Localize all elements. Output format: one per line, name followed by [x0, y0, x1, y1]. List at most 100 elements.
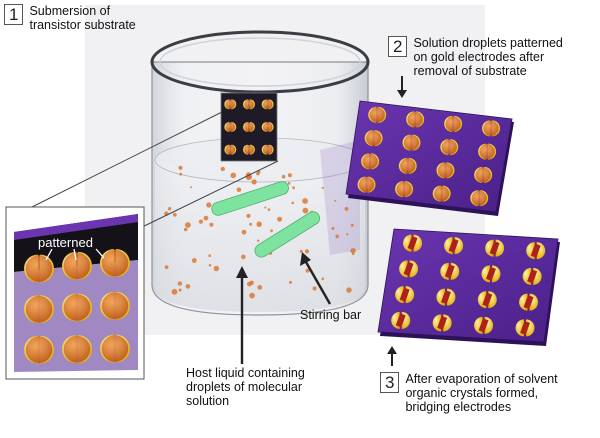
electrode-pair	[519, 293, 539, 311]
droplet	[230, 172, 237, 179]
droplet	[287, 173, 292, 178]
droplet	[304, 249, 310, 254]
droplet	[247, 281, 252, 287]
up-arrow-icon	[387, 346, 397, 366]
droplet	[241, 254, 246, 260]
droplet	[281, 174, 286, 179]
electrode-pair	[100, 291, 131, 320]
droplet	[208, 254, 211, 257]
electrode-pair	[403, 234, 423, 252]
droplet	[256, 172, 260, 176]
electrode-pair	[224, 144, 237, 155]
submerged-substrate	[220, 92, 278, 162]
electrode-pair	[398, 157, 417, 174]
droplet	[334, 199, 337, 202]
droplet	[277, 216, 283, 222]
electrode-pair	[474, 316, 494, 334]
droplet	[171, 288, 178, 295]
substrate-crystals-formed	[377, 228, 560, 346]
electrode-pair	[485, 239, 505, 257]
droplet	[183, 227, 188, 232]
patterned-label: patterned	[38, 235, 93, 250]
electrode-pair	[481, 265, 501, 283]
step-3-text: After evaporation of solvent organic cry…	[405, 372, 558, 414]
beaker	[150, 30, 370, 316]
electrode-pair	[474, 166, 493, 183]
zoom-lines	[21, 111, 279, 231]
electrode-pair	[261, 122, 274, 132]
droplet	[321, 186, 324, 189]
droplet	[249, 222, 253, 226]
droplet	[236, 187, 242, 193]
electrode-pair	[62, 335, 92, 364]
droplet	[246, 213, 251, 218]
electrode-pair	[391, 311, 411, 329]
droplet	[321, 277, 325, 281]
droplet	[289, 280, 292, 284]
electrode-pair	[436, 288, 456, 306]
electrode-pair	[24, 254, 54, 283]
step-3: 3 After evaporation of solvent organic c…	[380, 372, 558, 414]
step-1-number: 1	[4, 4, 24, 25]
step-2-text: Solution droplets patterned on gold elec…	[413, 36, 563, 78]
droplet	[305, 268, 310, 273]
electrode-pair	[361, 153, 380, 170]
electrode-pair	[224, 99, 237, 110]
droplet	[198, 219, 203, 224]
droplet	[178, 288, 182, 292]
droplet	[312, 286, 317, 291]
droplet	[179, 172, 183, 176]
droplet	[185, 222, 191, 228]
electrode-pair	[470, 190, 489, 207]
droplet	[208, 264, 212, 267]
droplet	[270, 229, 273, 233]
electrode-pair	[402, 134, 421, 151]
electrode-pair	[100, 334, 131, 363]
electrode-pair	[432, 185, 451, 202]
droplet	[350, 248, 356, 254]
droplet	[292, 186, 295, 190]
electrode-pair	[444, 115, 463, 132]
droplet	[206, 202, 212, 208]
substrate-patterned-droplets	[345, 100, 514, 216]
droplet	[346, 287, 352, 293]
liquid-droplets	[164, 165, 356, 299]
electrode-pair	[224, 122, 237, 132]
host-liquid-pointer	[236, 266, 248, 364]
step-2-number: 2	[388, 36, 408, 57]
droplet	[257, 239, 260, 242]
droplet	[213, 265, 220, 272]
droplet	[251, 179, 257, 185]
droplet	[287, 182, 291, 185]
electrode-pair	[406, 111, 425, 128]
droplet	[241, 229, 247, 235]
electrode-pair	[444, 237, 464, 255]
droplet	[350, 223, 354, 227]
droplet	[178, 165, 183, 170]
droplet	[177, 281, 183, 286]
electrode-pair	[432, 314, 452, 332]
droplet	[185, 284, 191, 289]
droplet	[291, 201, 295, 205]
droplet	[257, 285, 263, 290]
step-2: 2 Solution droplets patterned on gold el…	[388, 36, 563, 78]
stirring-bar-label: Stirring bar	[300, 308, 362, 322]
electrode-pair	[482, 120, 501, 137]
electrode-pair	[100, 249, 130, 278]
droplet	[164, 265, 169, 269]
zoom-inset: patterned	[5, 206, 145, 380]
droplet	[267, 208, 271, 211]
droplet	[299, 249, 303, 253]
droplet	[191, 258, 197, 263]
electrode-pair	[357, 176, 376, 193]
electrode-pair	[61, 251, 93, 280]
stirring-bar-pointer	[300, 252, 332, 305]
electrode-pair	[368, 106, 387, 123]
electrode-pair	[477, 291, 497, 309]
droplet	[344, 207, 349, 211]
electrode-pair	[261, 144, 274, 155]
down-arrow-icon	[397, 76, 407, 98]
step-1: 1 Submersion of transistor substrate	[4, 4, 136, 32]
